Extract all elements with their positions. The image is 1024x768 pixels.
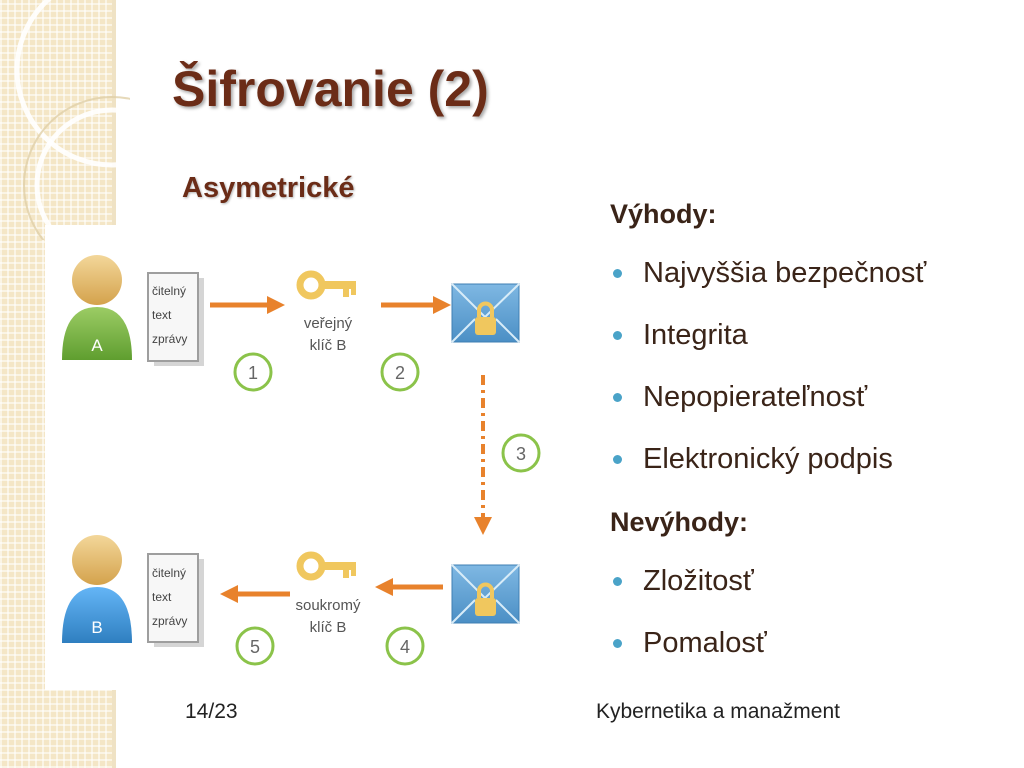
person-b-icon: B [62, 535, 132, 643]
advantages-heading: Výhody: [610, 199, 717, 229]
bullet-icon [613, 331, 622, 340]
list-item: Najvyššia bezpečnosť [610, 242, 1010, 304]
arrow-left-icon [220, 585, 290, 603]
private-key-label-2: klíč B [310, 619, 347, 636]
bullet-icon [613, 269, 622, 278]
asymmetric-encryption-diagram: A čitelný text zprávy veřejný klíč B [45, 225, 565, 690]
disadvantages-heading: Nevýhody: [610, 507, 749, 537]
plaintext-note-top: čitelný text zprávy [147, 272, 204, 366]
note-top-line-3: zprávy [152, 332, 187, 346]
person-a-label: A [91, 336, 103, 355]
private-key-icon [296, 551, 356, 581]
step-4-circle: 4 [385, 626, 425, 666]
note-top-line-2: text [152, 308, 172, 322]
advantage-text: Najvyššia bezpečnosť [643, 257, 927, 289]
advantage-text: Elektronický podpis [643, 443, 893, 475]
bullet-icon [613, 393, 622, 402]
step-5-label: 5 [250, 637, 260, 657]
advantage-text: Integrita [643, 319, 748, 351]
arrow-right-icon [381, 296, 451, 314]
public-key-icon [296, 270, 356, 300]
slide-title: Šifrovanie (2) [172, 61, 489, 117]
plaintext-note-bottom: čitelný text zprávy [147, 553, 204, 647]
person-a-icon: A [62, 255, 132, 360]
step-2-circle: 2 [380, 352, 420, 392]
pros-cons-list: Výhody: Najvyššia bezpečnosť Integrita N… [610, 182, 1010, 674]
advantage-text: Nepopierateľnosť [643, 381, 868, 413]
course-name: Kybernetika a manažment [596, 700, 840, 723]
person-b-label: B [91, 618, 102, 637]
disadvantage-text: Pomalosť [643, 627, 767, 659]
note-bottom-line-2: text [152, 590, 172, 604]
encrypted-envelope-icon [451, 283, 520, 343]
private-key-label-1: soukromý [295, 597, 361, 614]
bullet-icon [613, 639, 622, 648]
bullet-icon [613, 455, 622, 464]
arrow-left-icon [375, 578, 443, 596]
list-item: Elektronický podpis [610, 428, 1010, 490]
public-key-label-2: klíč B [310, 337, 347, 354]
step-5-circle: 5 [235, 626, 275, 666]
step-1-circle: 1 [233, 352, 273, 392]
step-3-label: 3 [516, 444, 526, 464]
list-item: Integrita [610, 304, 1010, 366]
public-key-label-1: veřejný [304, 315, 353, 332]
step-1-label: 1 [248, 363, 258, 383]
step-4-label: 4 [400, 637, 410, 657]
arrow-right-icon [210, 296, 285, 314]
disadvantage-text: Zložitosť [643, 565, 754, 597]
step-2-label: 2 [395, 363, 405, 383]
note-top-line-1: čitelný [152, 284, 186, 298]
list-item: Pomalosť [610, 612, 1010, 674]
note-bottom-line-3: zprávy [152, 614, 187, 628]
page-number: 14/23 [185, 700, 238, 723]
decorative-arcs [14, 0, 130, 240]
list-item: Nepopierateľnosť [610, 366, 1010, 428]
encrypted-envelope-icon [451, 564, 520, 624]
bullet-icon [613, 577, 622, 586]
slide-subtitle: Asymetrické [182, 172, 355, 204]
step-3-circle: 3 [501, 433, 541, 473]
note-bottom-line-1: čitelný [152, 566, 186, 580]
list-item: Zložitosť [610, 550, 1010, 612]
arrow-down-dashed-icon [474, 375, 492, 535]
